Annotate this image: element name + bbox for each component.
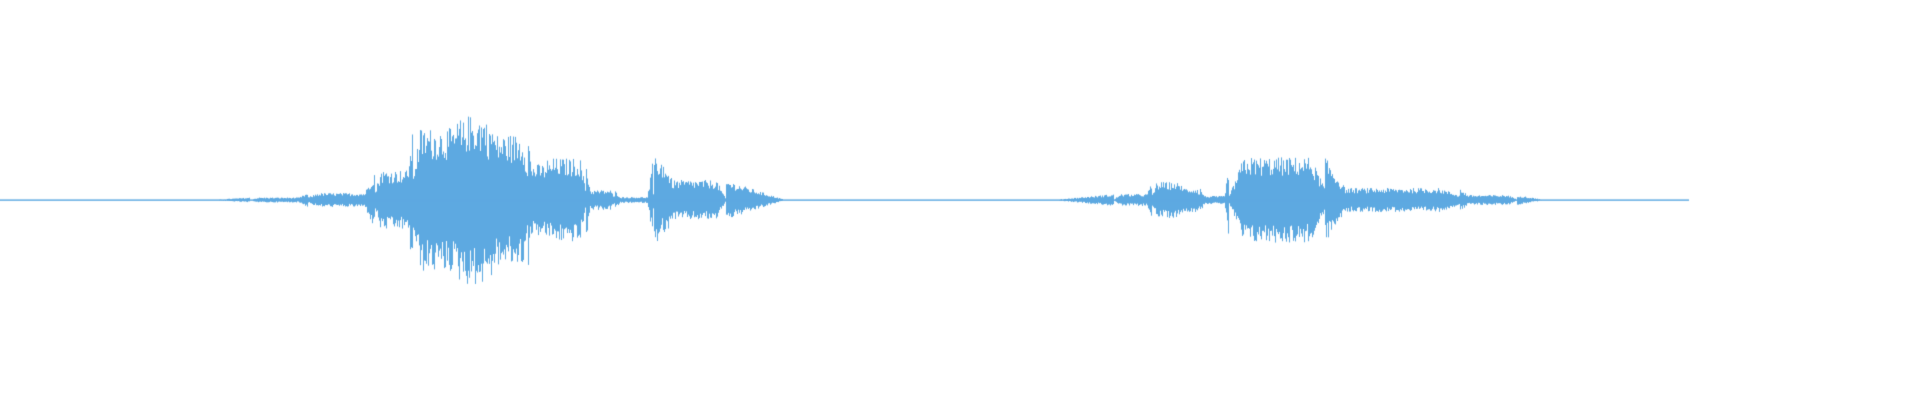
waveform-canvas	[0, 0, 1920, 400]
audio-waveform-display	[0, 0, 1920, 400]
